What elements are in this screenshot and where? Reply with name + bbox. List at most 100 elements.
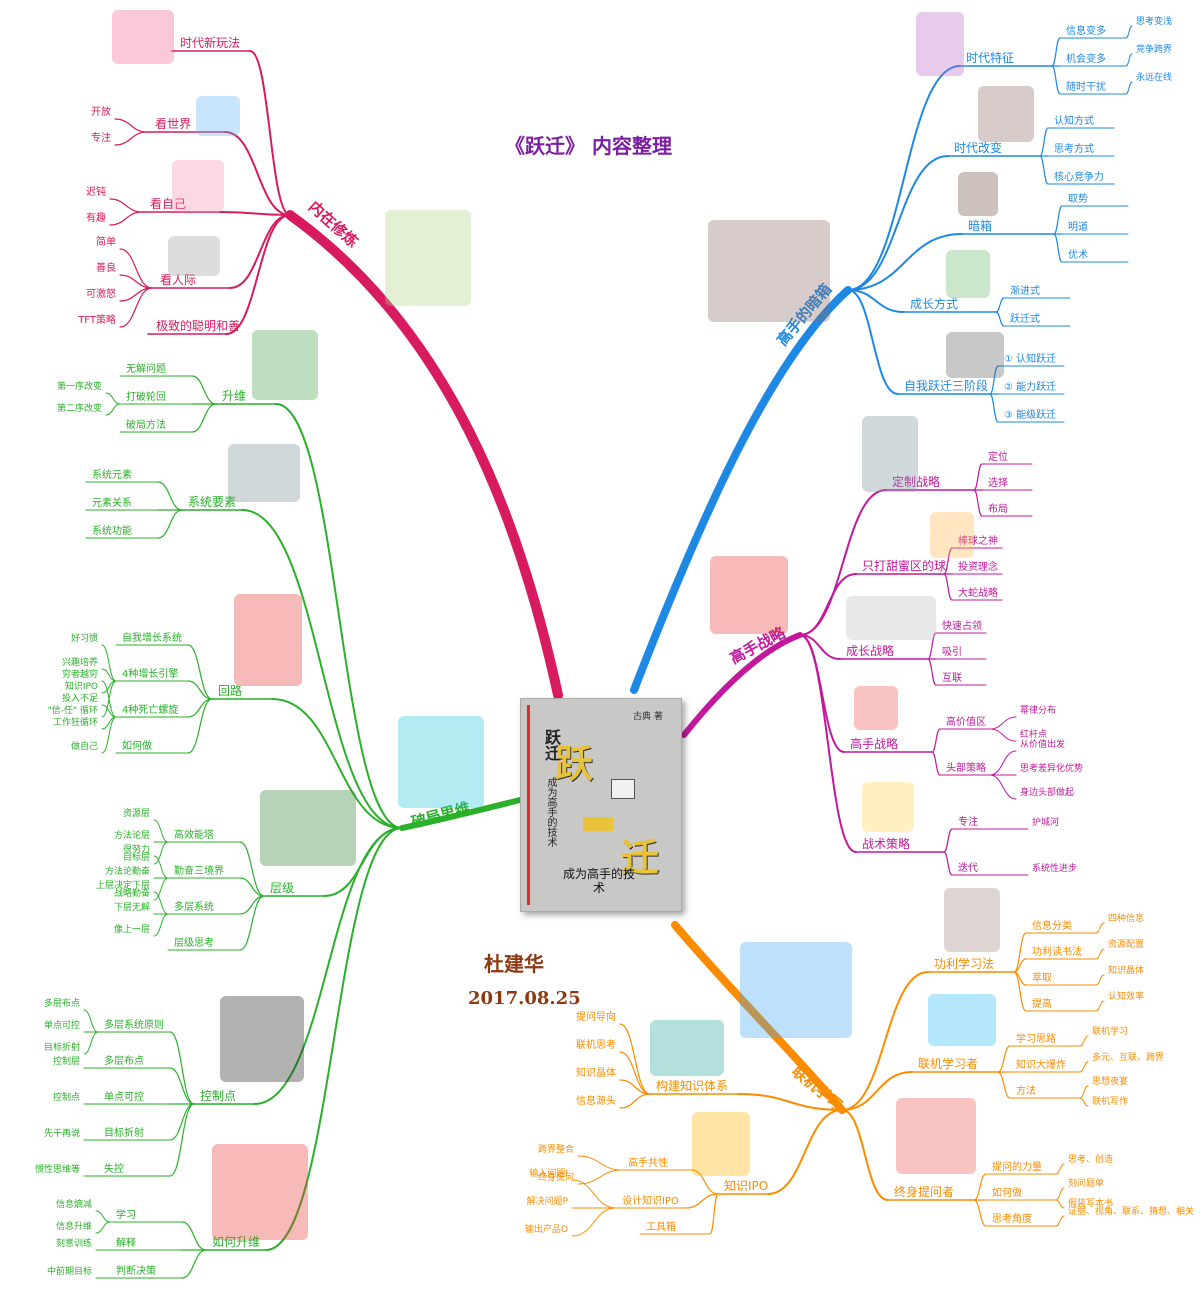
break-sub-2-2-3: 做自己	[71, 740, 98, 752]
break-sub-3-0-1: 方法论层	[114, 829, 150, 841]
break-sub-2-1-1: 兴趣培养	[62, 656, 98, 668]
box-icon-sprout	[946, 250, 990, 298]
break-branch-5	[265, 827, 403, 1251]
learn-subs-line-1-2-0	[1079, 1085, 1089, 1099]
box-branch-1	[847, 155, 949, 291]
break-leaf-line-1-0	[157, 481, 183, 511]
box-leaf-line-0-0	[1051, 37, 1061, 67]
break-sub-line-2-2-3	[101, 716, 117, 754]
strat-leaf-0-2: 布局	[988, 503, 1008, 515]
learn-sub-2-0: 思考、创造	[1068, 1153, 1113, 1165]
box-leaf-line-2-0	[1053, 205, 1063, 235]
box-leaf-1-1: 思考方式	[1054, 142, 1094, 155]
learn-subs-line-4-0-1	[577, 1169, 623, 1185]
break-leaf-line-4-3	[169, 1103, 195, 1141]
box-leaf-1-2: 核心竞争力	[1054, 170, 1104, 183]
break-leaf-1-0: 系统元素	[92, 468, 132, 481]
learn-sub-line-2-2	[1055, 1215, 1065, 1227]
central-book-cover[interactable]: 跃迁 成为高手的技术 跃 迁 古典 著 成为高手的技术	[520, 698, 682, 912]
strat-leaf-4-0: 专注	[958, 815, 978, 828]
break-node-0: 升维	[222, 389, 246, 403]
learn-leaf-4-2: 工具箱	[646, 1220, 676, 1233]
box-leaf-2-0: 取势	[1068, 192, 1088, 205]
learn-leaf-line-3-0	[619, 1023, 651, 1095]
break-sub-3-2-1: 下层无解	[114, 901, 150, 913]
inner-node-2: 看自己	[150, 197, 186, 211]
strat-leaf-line-3-0	[931, 728, 941, 753]
break-sub-2-2-0: 穷者越穷	[62, 668, 98, 680]
learn-subs-1-2-1: 联机写作	[1092, 1095, 1128, 1107]
box-sub-0-2: 永远在线	[1136, 71, 1172, 83]
strat-node-0: 定制战略	[892, 474, 940, 489]
learn-sub-0-0: 四种信息	[1108, 912, 1144, 924]
box-icon-camera	[958, 172, 998, 216]
inner-node-0: 时代新玩法	[180, 35, 240, 50]
learn-leaf-2-0: 提问的力量	[992, 1160, 1042, 1173]
inner-leaf-line-2-0	[109, 198, 143, 213]
learn-leaf-line-4-1	[685, 1193, 719, 1209]
break-icon-devices	[228, 444, 300, 502]
inner-leaf-1-0: 开放	[91, 105, 111, 118]
strat-node-1: 只打甜蜜区的球	[862, 558, 946, 573]
break-branch-0	[275, 403, 403, 829]
strat-sub-3-1-2: 身边头部做起	[1020, 786, 1074, 798]
strat-leaf-line-1-0	[943, 547, 953, 575]
trunk-expert-strategy	[681, 632, 803, 738]
learn-subs-2-1-0: 刻问题单	[1068, 1177, 1104, 1189]
learn-leaf-4-0: 高手共性	[628, 1156, 668, 1169]
break-leaf-line-1-2	[157, 509, 183, 539]
box-leaf-3-0: 渐进式	[1010, 284, 1040, 297]
break-icon-circuit	[234, 594, 302, 686]
break-node-5: 如何升维	[212, 1234, 260, 1249]
break-leaf-line-2-0	[187, 644, 213, 700]
learn-subs-4-0-0: 跨界整合	[538, 1143, 574, 1155]
strat-leaf-4-1: 迭代	[958, 862, 978, 874]
learn-leaf-0-3: 提高	[1032, 997, 1052, 1010]
break-leaf-3-1: 勤奋三境界	[174, 864, 224, 877]
box-leaf-0-1: 机会变多	[1066, 52, 1106, 65]
box-branch-2	[847, 233, 963, 291]
break-leaf-line-0-0	[191, 375, 217, 405]
break-sub-5-0-0: 信息熵减	[56, 1198, 92, 1210]
break-leaf-line-5-2	[181, 1249, 207, 1279]
learn-node-0: 功利学习法	[934, 956, 994, 971]
break-icon-growth-chart	[252, 330, 318, 400]
learn-subs-line-4-0-0	[577, 1155, 623, 1171]
inner-leaf-3-0: 简单	[96, 235, 116, 248]
strat-icon-child	[862, 782, 914, 832]
learn-sub-line-0-3	[1095, 1000, 1105, 1012]
learn-leaf-2-2: 思考角度	[992, 1212, 1032, 1225]
strat-sub-line-3-1-2	[989, 774, 1017, 800]
learn-branch-0	[841, 971, 929, 1111]
break-sub-2-2-1: 投入不足	[62, 692, 98, 704]
box-leaf-4-2: ③ 能级跃迁	[1004, 408, 1056, 421]
break-sub-0-1-1: 第二序改变	[57, 402, 102, 414]
box-sub-0-0: 思考变浅	[1136, 15, 1172, 27]
learn-node-1: 联机学习者	[918, 1056, 978, 1071]
box-leaf-0-0: 信息变多	[1066, 24, 1106, 37]
box-leaf-line-4-2	[989, 393, 999, 423]
strat-sub-line-3-1-0	[989, 750, 1017, 776]
strat-leaf-line-0-2	[973, 489, 983, 517]
break-sub-line-3-1-2	[153, 877, 169, 901]
break-sub-line-3-0-0	[153, 819, 169, 843]
break-sub-4-0-0: 多层布点	[44, 997, 80, 1009]
learn-leaf-line-4-2	[709, 1193, 719, 1235]
cover-box-shape	[611, 779, 635, 799]
strat-leaf-2-2: 互联	[942, 672, 962, 684]
learn-leaf-1-1: 知识大爆炸	[1016, 1058, 1066, 1071]
learn-leaf-line-1-0	[997, 1045, 1011, 1073]
cover-yellow-block	[583, 817, 613, 831]
inner-branch-2	[219, 211, 291, 216]
learn-leaf-line-3-1	[619, 1051, 651, 1095]
break-sub-4-4-0: 惯性思维等	[35, 1163, 80, 1175]
learn-subs-1-2-0: 思想夜宴	[1092, 1075, 1128, 1087]
box-leaf-4-0: ① 认知跃迁	[1004, 352, 1056, 365]
break-leaf-line-2-1	[187, 680, 213, 700]
break-leaf-5-1: 解释	[116, 1236, 136, 1249]
break-sub-3-1-0: 很努力	[123, 843, 150, 855]
break-branch-1	[241, 509, 403, 829]
break-node-4: 控制点	[200, 1089, 236, 1103]
learn-leaf-1-2: 方法	[1016, 1084, 1036, 1097]
learn-leaf-0-1: 功利读书法	[1032, 945, 1082, 958]
